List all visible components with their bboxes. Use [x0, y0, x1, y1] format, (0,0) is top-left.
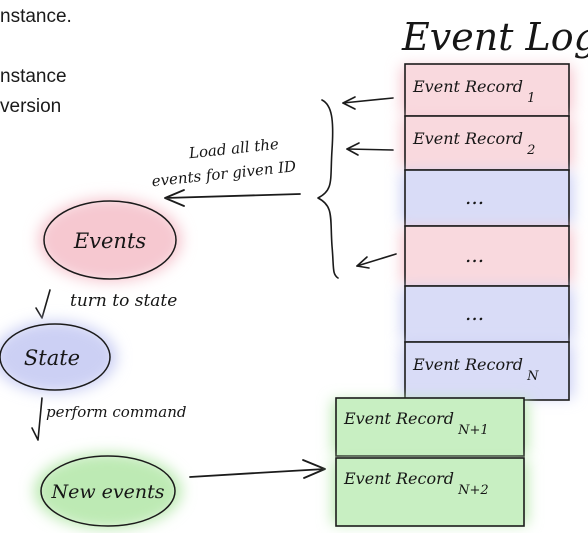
- perform-command-arrow: [31, 397, 43, 441]
- events-node: [43, 200, 177, 280]
- new-record: [335, 397, 525, 457]
- event-log-record-label-subscript: 1: [523, 91, 535, 106]
- new-record: [335, 457, 525, 527]
- event-log-record-label-subscript: N: [523, 369, 539, 384]
- new-events-node-label: New events: [50, 481, 164, 503]
- state-node-label: State: [24, 346, 80, 370]
- new-events-node-glow: [34, 453, 182, 529]
- context-text-line-1: nstance.: [0, 6, 72, 27]
- events-node-label: Events: [73, 229, 147, 253]
- state-node: [0, 323, 111, 391]
- turn-to-state-arrow: [35, 289, 51, 319]
- event-log-ellipsis: ...: [465, 301, 484, 325]
- event-log-ellipsis: ...: [465, 243, 484, 267]
- record-arrows: [342, 96, 397, 269]
- event-log-record: [404, 115, 570, 171]
- turn-to-state-label: turn to state: [70, 291, 177, 311]
- load-brace: [317, 99, 339, 279]
- new-record-label-subscript: N+1: [454, 423, 489, 438]
- new-events-node: [40, 455, 176, 527]
- load-arrow: [164, 189, 301, 207]
- context-text-line-3: version: [0, 96, 62, 117]
- event-log-ellipsis: ...: [465, 185, 484, 209]
- event-log-record: [404, 169, 570, 227]
- event-log-record: [404, 285, 570, 343]
- event-log-title: Event Log: [401, 15, 588, 59]
- event-log-record-label-subscript: 2: [523, 143, 535, 158]
- load-caption-line-1: Load all the: [187, 135, 280, 162]
- state-node-glow: [0, 321, 117, 393]
- context-text-line-2: nstance: [0, 66, 67, 87]
- event-log-record: [404, 63, 570, 117]
- append-arrow: [189, 459, 326, 479]
- load-caption-line-2: events for given ID: [151, 157, 297, 190]
- perform-command-label: perform command: [46, 403, 186, 421]
- event-log-record: [404, 225, 570, 287]
- events-node-glow: [38, 198, 182, 282]
- new-record-label-subscript: N+2: [454, 483, 489, 498]
